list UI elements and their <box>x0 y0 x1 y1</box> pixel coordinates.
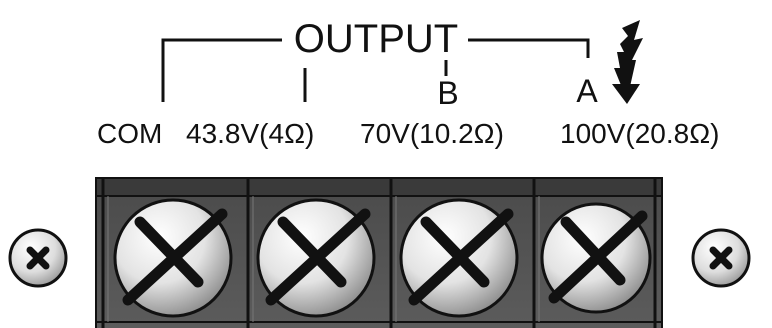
terminal-label-com: COM <box>97 118 162 149</box>
terminal-screw-com <box>113 198 233 318</box>
terminal-screw-100v <box>540 202 652 314</box>
output-bracket-lines <box>161 38 590 102</box>
lightning-bolt-icon <box>612 20 643 104</box>
output-title: OUTPUT <box>294 17 458 61</box>
tap-label-b: B <box>437 75 458 111</box>
terminal-label-43v: 43.8V(4Ω) <box>186 118 314 149</box>
terminal-screw-43v <box>256 198 376 318</box>
tap-label-a: A <box>576 73 598 109</box>
mounting-screw-left <box>8 228 68 288</box>
mounting-screw-right <box>691 228 751 288</box>
terminal-label-100v: 100V(20.8Ω) <box>560 118 719 149</box>
terminal-screw-70v <box>399 198 519 318</box>
terminal-label-70v: 70V(10.2Ω) <box>360 118 504 149</box>
